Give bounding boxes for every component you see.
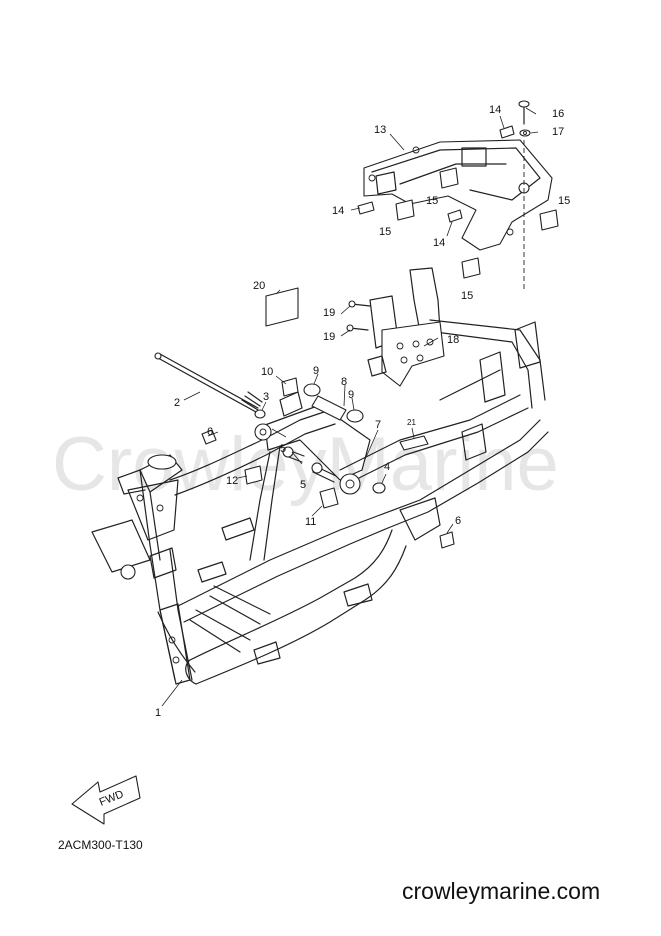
pivot-shaft (154, 352, 263, 413)
callout-numbers: 1 2 3 4 5 5 6 6 7 8 9 9 10 11 12 13 14 1… (155, 104, 570, 719)
callout-17: 17 (552, 126, 564, 138)
fwd-arrow: FWD (71, 775, 141, 825)
callout-9-upper: 9 (313, 365, 319, 377)
callout-20: 20 (253, 280, 265, 292)
callout-4: 4 (384, 461, 390, 473)
callout-16: 16 (552, 108, 564, 120)
website-label: crowleymarine.com (402, 878, 601, 904)
callout-13: 13 (374, 124, 386, 136)
callout-14-top: 14 (489, 104, 501, 116)
bracket-18 (346, 300, 445, 387)
callout-6-left: 6 (207, 426, 213, 438)
callout-21: 21 (407, 418, 416, 427)
callout-15-a: 15 (426, 195, 438, 207)
callout-10: 10 (261, 366, 273, 378)
watermark-text: CrowleyMarine (52, 422, 559, 507)
callout-19-upper: 19 (323, 307, 335, 319)
label-21 (399, 435, 429, 451)
callout-6-right: 6 (455, 515, 461, 527)
callout-2: 2 (174, 397, 180, 409)
callout-3: 3 (263, 391, 269, 403)
callout-18: 18 (447, 334, 459, 346)
engine-mount-assembly (201, 377, 455, 549)
leader-lines (161, 107, 539, 707)
callout-9-lower: 9 (348, 389, 354, 401)
label-20 (265, 287, 299, 327)
callout-5b: 5 (300, 479, 306, 491)
callout-19-lower: 19 (323, 331, 335, 343)
callout-14-left: 14 (332, 205, 344, 217)
callout-7: 7 (375, 419, 381, 431)
callout-12: 12 (226, 475, 238, 487)
callout-15-c: 15 (558, 195, 570, 207)
callout-15-d: 15 (461, 290, 473, 302)
callout-8: 8 (341, 376, 347, 388)
carrier-frame-13 (357, 100, 559, 290)
callout-5a: 5 (280, 443, 286, 455)
callout-15-b: 15 (379, 226, 391, 238)
callout-14-mid: 14 (433, 237, 445, 249)
callout-11: 11 (305, 516, 316, 528)
callout-1: 1 (155, 707, 161, 719)
drawing-code: 2ACM300-T130 (58, 838, 143, 852)
